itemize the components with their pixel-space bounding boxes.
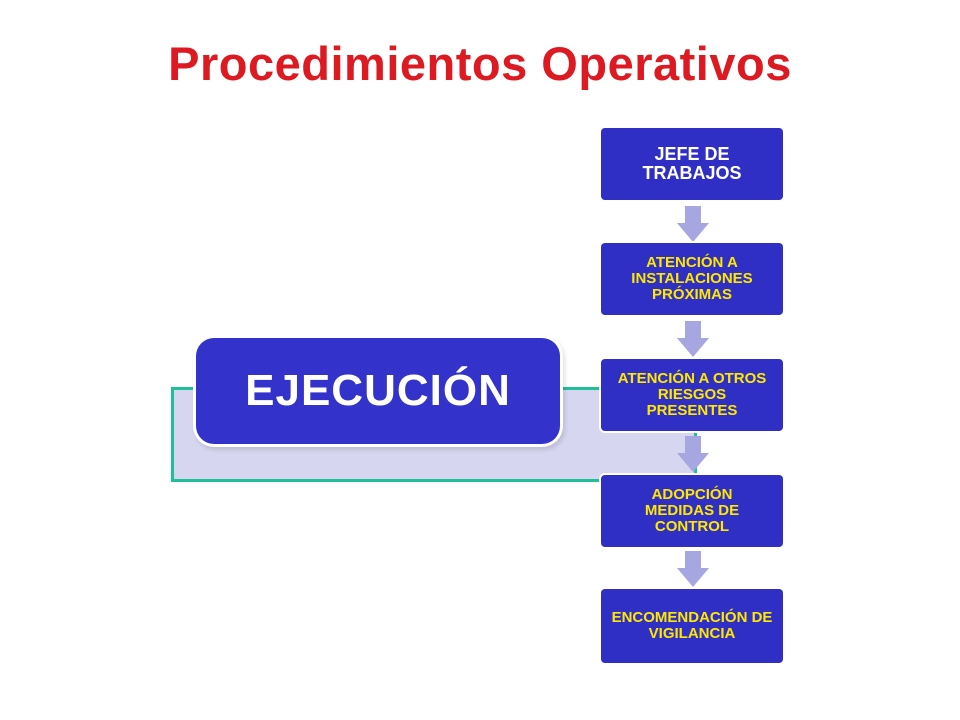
- step-box-atencion-instalaciones: ATENCIÓN A INSTALACIONES PRÓXIMAS: [601, 243, 783, 315]
- main-stage-box: EJECUCIÓN: [196, 338, 560, 444]
- down-arrow-icon: [677, 436, 709, 472]
- step-label-jefe-de-trabajos: JEFE DE TRABAJOS: [642, 143, 742, 183]
- down-arrow-icon: [677, 551, 709, 587]
- step-label-atencion-instalaciones: ATENCIÓN A INSTALACIONES PRÓXIMAS: [631, 253, 753, 304]
- down-arrow-icon: [677, 321, 709, 357]
- step-box-encomendacion-vigilancia: ENCOMENDACIÓN DE VIGILANCIA: [601, 589, 783, 663]
- step-label-adopcion-medidas: ADOPCIÓN MEDIDAS DE CONTROL: [644, 485, 740, 536]
- main-stage-label: EJECUCIÓN: [245, 366, 511, 415]
- down-arrow-icon: [677, 206, 709, 242]
- step-label-atencion-otros-riesgos: ATENCIÓN A OTROS RIESGOS PRESENTES: [617, 369, 767, 420]
- step-box-atencion-otros-riesgos: ATENCIÓN A OTROS RIESGOS PRESENTES: [601, 359, 783, 431]
- step-box-jefe-de-trabajos: JEFE DE TRABAJOS: [601, 128, 783, 200]
- step-box-adopcion-medidas: ADOPCIÓN MEDIDAS DE CONTROL: [601, 475, 783, 547]
- step-label-encomendacion-vigilancia: ENCOMENDACIÓN DE VIGILANCIA: [611, 608, 773, 642]
- slide-title: Procedimientos Operativos: [168, 37, 792, 90]
